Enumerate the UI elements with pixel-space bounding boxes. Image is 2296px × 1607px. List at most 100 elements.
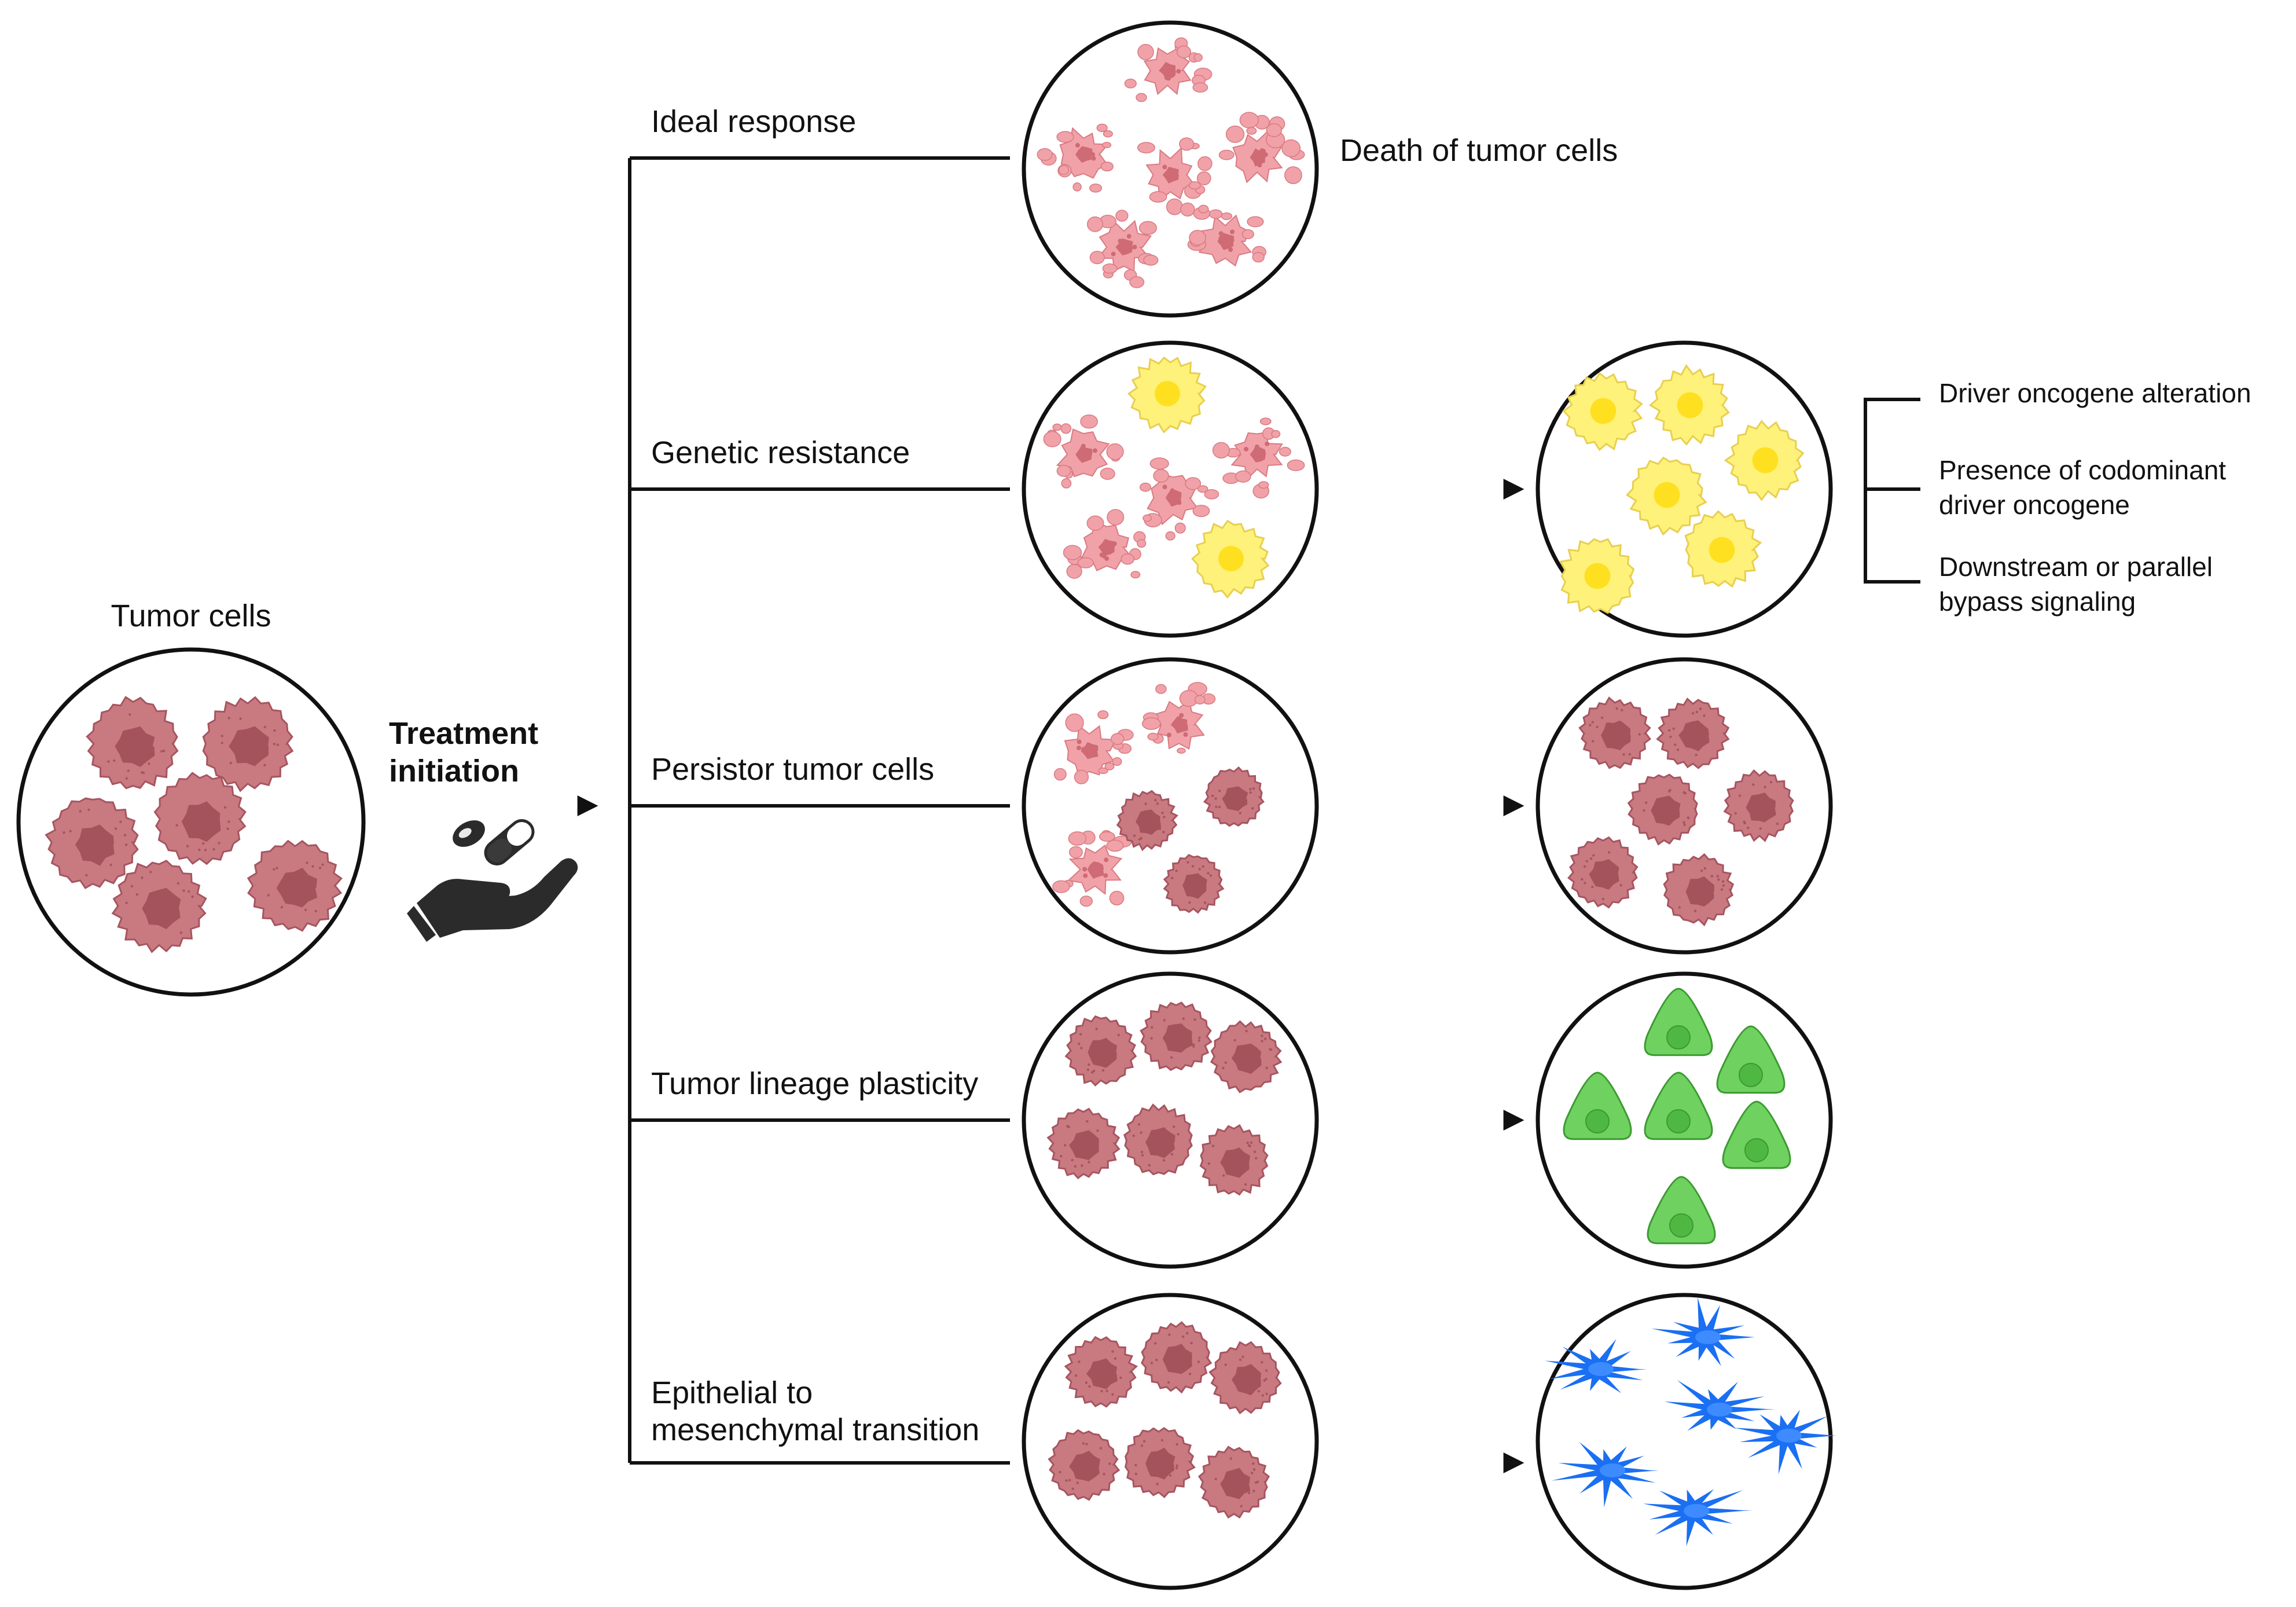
tumor-cell-granule [1101, 1069, 1105, 1072]
tumor-cell-granule [1088, 1161, 1090, 1164]
dying-tumor-cell [1139, 457, 1219, 541]
tumor-cell-granule [1584, 882, 1586, 885]
branch-label-persistor: Persistor tumor cells [651, 752, 934, 787]
transformed-lineage-nucleus [1666, 1025, 1691, 1050]
tumor-cell-nucleus [115, 726, 155, 767]
resistant-cell-nucleus [1677, 392, 1703, 419]
tumor-cell-granule [1156, 802, 1159, 805]
branch-label-lineage: Tumor lineage plasticity [651, 1066, 978, 1101]
tumor-cell-nucleus [181, 801, 221, 842]
tumor-cell-granule [1222, 1066, 1225, 1070]
tumor-cell-nucleus [1685, 876, 1714, 907]
treatment-label-line2: initiation [389, 754, 519, 788]
tumor-cell-nucleus [1145, 1447, 1175, 1480]
tumor-cell-granule [1088, 1385, 1091, 1388]
tumor-cell-granule [142, 771, 145, 775]
tumor-cell-nucleus [1231, 1364, 1261, 1396]
tumor-cell-nucleus [1651, 795, 1681, 826]
tumor-cell-granule [1585, 860, 1588, 863]
tumor-cell-granule [227, 717, 230, 720]
tumor-cell-granule [1158, 827, 1162, 831]
tumor-cell-granule [1720, 888, 1724, 891]
tumor-cell-granule [1644, 801, 1648, 804]
tumor-cell-granule [1177, 1133, 1180, 1136]
tumor-cell-granule [191, 895, 194, 898]
tumor-cell-granule [1172, 1125, 1175, 1128]
transformed-lineage-nucleus [1585, 1109, 1610, 1133]
tumor-cell-granule [163, 749, 166, 753]
dying-tumor-cell [1218, 112, 1305, 184]
tumor-cell-granule [1111, 1350, 1114, 1353]
tumor-cell-granule [1700, 869, 1703, 872]
tumor-cell-granule [1669, 735, 1672, 739]
tumor-cell-granule [69, 830, 72, 833]
tumor-cell-granule [1261, 1040, 1263, 1043]
tumor-cell-granule [1241, 1355, 1244, 1359]
tumor-cell-granule [1252, 1468, 1256, 1471]
tumor-cell-granule [221, 735, 223, 738]
tumor-cell-granule [321, 863, 324, 866]
branch-label-emt-line2: mesenchymal transition [651, 1412, 979, 1447]
tumor-cell-granule [1140, 1150, 1144, 1154]
tumor-cell-granule [1071, 1487, 1074, 1491]
tumor-cell-nucleus [75, 824, 115, 866]
tumor-cell-granule [1250, 1141, 1253, 1144]
tumor-cell-granule [1759, 827, 1762, 830]
tumor-cell-granule [1137, 1123, 1141, 1126]
tumor-cell-granule [1592, 854, 1595, 857]
tumor-cell-granule [127, 769, 130, 772]
mechanism-1-line1: Driver oncogene alteration [1939, 378, 2251, 408]
treatment-label-line1: Treatment [389, 716, 538, 751]
branch-label-genetic: Genetic resistance [651, 435, 910, 470]
tumor-cell-granule [1591, 886, 1594, 889]
tumor-cell-granule [1197, 1039, 1200, 1042]
tumor-cell-nucleus [1136, 809, 1162, 835]
tumor-cell-granule [1202, 865, 1204, 868]
genetic-mechanisms: Driver oncogene alteration Presence of c… [1864, 378, 2251, 617]
tumor-cell-nucleus [229, 726, 269, 766]
tumor-cell-granule [1085, 1443, 1088, 1445]
tumor-cell-granule [1251, 807, 1254, 810]
tumor-cell-granule [1075, 1374, 1078, 1377]
tumor-cell-granule [109, 863, 112, 867]
transformed-lineage-nucleus [1739, 1063, 1763, 1087]
tumor-cell-granule [1703, 867, 1707, 870]
tumor-cell-granule [1153, 1342, 1157, 1345]
tumor-cell-granule [1209, 874, 1213, 877]
transformed-lineage-nucleus [1744, 1138, 1769, 1162]
tumor-cell-nucleus [276, 867, 318, 908]
tumor-cell-granule [85, 874, 88, 877]
tumor-cell-granule [1249, 791, 1252, 794]
tumor-cell-granule [1162, 831, 1165, 834]
tumor-cell-granule [1588, 724, 1592, 727]
tumor-cell-granule [1207, 872, 1210, 875]
tumor-cell-granule [314, 909, 317, 913]
tumor-cell-granule [1079, 1033, 1082, 1036]
tumor-cell-granule [1764, 786, 1766, 788]
tumor-cell-granule [1170, 1153, 1174, 1156]
transformed-lineage-nucleus [1666, 1109, 1691, 1133]
tumor-cell-granule [1215, 805, 1218, 809]
tumor-cell-granule [1141, 1154, 1144, 1157]
tumor-cell-granule [1071, 1158, 1074, 1162]
tumor-cell-granule [218, 842, 221, 845]
tumor-cell-granule [1095, 1028, 1098, 1030]
dying-tumor-cell [1043, 414, 1124, 489]
tumor-cell-granule [1261, 1034, 1263, 1037]
tumor-cell-granule [1065, 1479, 1068, 1482]
tumor-cell-granule [1181, 1335, 1185, 1338]
mesenchymal-cell-nucleus [1776, 1429, 1802, 1443]
tumor-cell-granule [1186, 1331, 1189, 1335]
tumor-cell-granule [1203, 901, 1207, 904]
tumor-cell-granule [280, 905, 284, 909]
tumor-cell-granule [1600, 716, 1604, 720]
tumor-cell-granule [1669, 788, 1672, 792]
tumor-cell-granule [1621, 709, 1623, 712]
tumor-cell-granule [1144, 802, 1147, 805]
tumor-cell-granule [125, 777, 128, 780]
tumor-cell-granule [1167, 1381, 1170, 1384]
tumor-cell-granule [1170, 1056, 1173, 1059]
tumor-cell-granule [1738, 794, 1742, 797]
tumor-cell-nucleus [1746, 793, 1776, 823]
tumor-cell-granule [1134, 1463, 1137, 1467]
